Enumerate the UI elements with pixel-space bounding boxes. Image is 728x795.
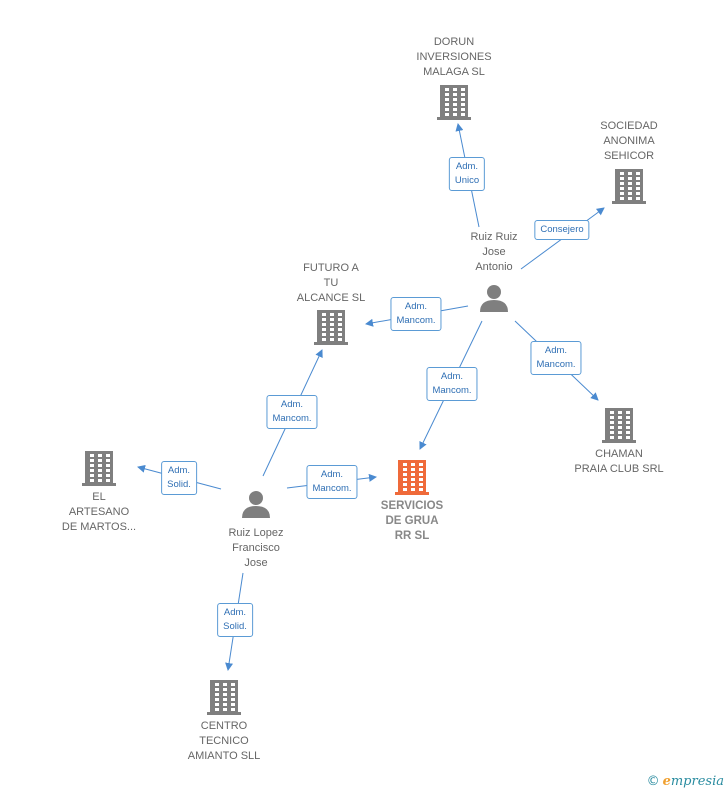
- node-label-ruiz_lopez[interactable]: Ruiz Lopez Francisco Jose: [228, 527, 284, 569]
- node-label-ruiz_ruiz[interactable]: Ruiz Ruiz Jose Antonio: [470, 231, 518, 273]
- node-label-artesano[interactable]: EL ARTESANO DE MARTOS...: [61, 491, 137, 533]
- edge-label-ruiz_lopez-to-servicios[interactable]: Adm. Mancom.: [306, 465, 358, 499]
- edge-label-ruiz_ruiz-to-futuro[interactable]: Adm. Mancom.: [390, 297, 442, 331]
- building-icon-chaman[interactable]: [602, 408, 636, 443]
- edge-label-ruiz_ruiz-to-chaman[interactable]: Adm. Mancom.: [530, 341, 582, 375]
- edge-label-ruiz_lopez-to-artesano[interactable]: Adm. Solid.: [161, 461, 197, 495]
- building-icon-artesano[interactable]: [82, 451, 116, 486]
- node-label-chaman[interactable]: CHAMAN PRAIA CLUB SRL: [574, 448, 664, 475]
- edge-label-ruiz_ruiz-to-dorun[interactable]: Adm. Unico: [448, 157, 486, 191]
- node-label-centro[interactable]: CENTRO TECNICO AMIANTO SLL: [187, 720, 261, 762]
- node-label-servicios[interactable]: SERVICIOS DE GRUA RR SL: [380, 500, 444, 542]
- empresia-logo: ©empresia: [647, 774, 724, 789]
- icon-layer: [82, 85, 646, 715]
- building-icon-futuro[interactable]: [314, 310, 348, 345]
- edge-layer: [137, 123, 605, 671]
- building-icon-dorun[interactable]: [437, 85, 471, 120]
- person-icon-ruiz_ruiz[interactable]: [480, 285, 508, 312]
- node-label-dorun[interactable]: DORUN INVERSIONES MALAGA SL: [416, 36, 492, 78]
- edge-label-ruiz_lopez-to-futuro[interactable]: Adm. Mancom.: [266, 395, 318, 429]
- person-icon-ruiz_lopez[interactable]: [242, 491, 270, 518]
- node-label-sociedad[interactable]: SOCIEDAD ANONIMA SEHICOR: [600, 120, 658, 162]
- building-icon-sociedad[interactable]: [612, 169, 646, 204]
- edge-label-ruiz_ruiz-to-servicios[interactable]: Adm. Mancom.: [426, 367, 478, 401]
- node-label-futuro[interactable]: FUTURO A TU ALCANCE SL: [296, 262, 366, 304]
- edge-label-ruiz_lopez-to-centro[interactable]: Adm. Solid.: [217, 603, 253, 637]
- brand-initial: e: [662, 774, 671, 789]
- building-icon-servicios[interactable]: [395, 460, 429, 495]
- brand-name: mpresia: [670, 774, 724, 789]
- edge-label-ruiz_ruiz-to-sociedad[interactable]: Consejero: [534, 220, 590, 240]
- building-icon-centro[interactable]: [207, 680, 241, 715]
- copyright-symbol: ©: [646, 774, 660, 789]
